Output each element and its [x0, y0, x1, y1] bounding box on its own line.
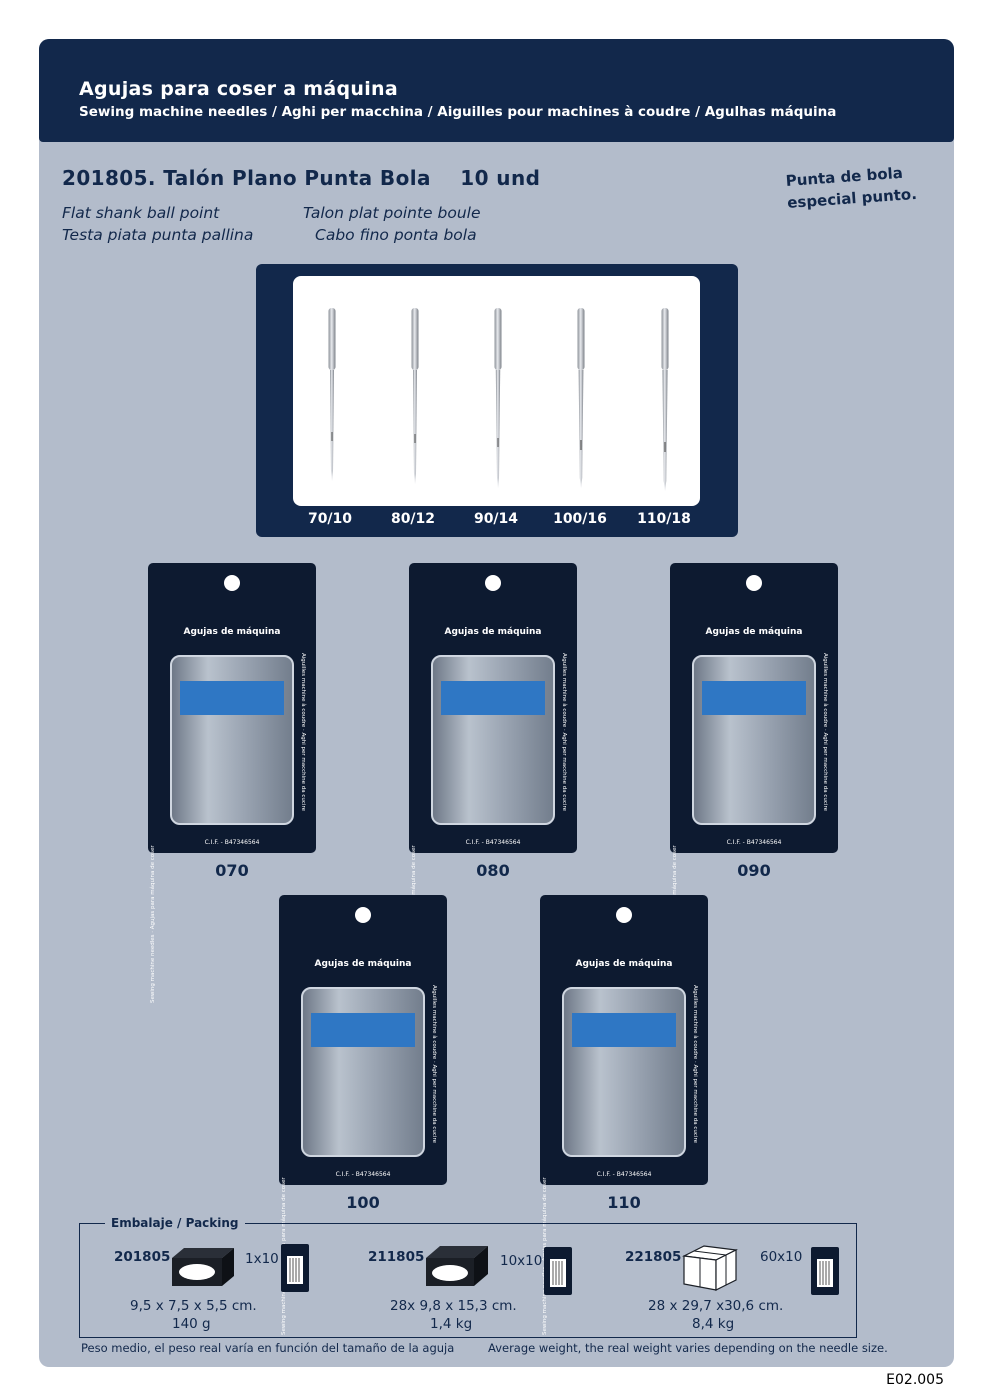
needle-size-label: 100/16	[553, 511, 607, 527]
packing-qty: 1x10	[245, 1251, 279, 1267]
packing-weight: 1,4 kg	[430, 1316, 473, 1332]
packing-weight: 8,4 kg	[692, 1316, 735, 1332]
pack-title: Agujas de máquina	[314, 959, 412, 969]
packing-qty: 10x10	[500, 1253, 543, 1269]
packing-section	[79, 1223, 857, 1338]
pack-code: 070	[215, 861, 249, 880]
pack-cif: C.I.F. - B47346564	[596, 1171, 652, 1178]
needle-pack-080: Agujas de máquina Sewing machine needles…	[409, 563, 577, 1003]
hang-hole	[224, 575, 240, 591]
pack-label	[702, 681, 806, 715]
packing-legend: Embalaje / Packing	[105, 1216, 245, 1230]
needle-110	[661, 308, 669, 491]
needle-display	[293, 276, 700, 506]
packing-code: 211805	[368, 1249, 425, 1265]
header-subtitle: Sewing machine needles / Aghi per macchi…	[79, 104, 837, 120]
pack-cif: C.I.F. - B47346564	[335, 1171, 391, 1178]
pack-label	[311, 1013, 415, 1047]
pack-side-text: Aiguilles machine à coudre · Aghi per ma…	[561, 653, 567, 811]
product-name-fr: Talon plat pointe boule	[303, 204, 481, 222]
needle-pack-090: Agujas de máquina Sewing machine needles…	[670, 563, 838, 1003]
packing-dims: 28 x 29,7 x30,6 cm.	[648, 1298, 784, 1314]
needle-70	[328, 308, 336, 481]
needle-100	[577, 308, 585, 488]
packing-code: 221805	[625, 1249, 682, 1265]
needle-illustration	[328, 308, 669, 491]
packing-dims: 28x 9,8 x 15,3 cm.	[390, 1298, 517, 1314]
pack-code: 080	[476, 861, 510, 880]
product-title: 201805. Talón Plano Punta Bola 10 und	[62, 166, 541, 190]
needle-pack-110: Agujas de máquina Sewing machine needles…	[540, 895, 708, 1335]
needle-pack-100: Agujas de máquina Sewing machine needles…	[279, 895, 447, 1335]
needle-pack-070: Agujas de máquina Sewing machine needles…	[148, 563, 316, 1003]
pack-side-text: Aiguilles machine à coudre · Aghi per ma…	[300, 653, 306, 811]
needle-90	[494, 308, 502, 488]
header-title: Agujas para coser a máquina	[79, 78, 398, 100]
pack-title: Agujas de máquina	[183, 627, 281, 637]
hang-hole	[485, 575, 501, 591]
pack-cif: C.I.F. - B47346564	[465, 839, 521, 846]
product-name-en: Flat shank ball point	[62, 204, 220, 222]
needle-pack-icon	[544, 1247, 572, 1295]
weight-note-en: Average weight, the real weight varies d…	[488, 1341, 888, 1355]
pack-code: 100	[346, 1193, 380, 1212]
packing-code: 201805	[114, 1249, 171, 1265]
pack-side-text: Aiguilles machine à coudre · Aghi per ma…	[431, 985, 437, 1143]
needle-size-label: 80/12	[390, 511, 436, 527]
product-name-it: Testa piata punta pallina	[62, 226, 254, 244]
weight-note-es: Peso medio, el peso real varía en funció…	[81, 1341, 455, 1355]
pack-side-text: Aiguilles machine à coudre · Aghi per ma…	[822, 653, 828, 811]
pack-label	[572, 1013, 676, 1047]
ball-point-note: Punta de bola especial punto.	[785, 163, 918, 212]
box-medium-icon	[426, 1246, 488, 1286]
cardboard-box-icon	[682, 1245, 738, 1291]
packing-qty: 60x10	[760, 1249, 803, 1265]
pack-title: Agujas de máquina	[444, 627, 542, 637]
pack-title: Agujas de máquina	[705, 627, 803, 637]
pack-cif: C.I.F. - B47346564	[726, 839, 782, 846]
packing-weight: 140 g	[172, 1316, 211, 1332]
header-bar	[39, 39, 954, 142]
needle-80	[411, 308, 419, 484]
needle-pack-icon	[281, 1244, 309, 1292]
page-code: E02.005	[886, 1372, 944, 1388]
packing-dims: 9,5 x 7,5 x 5,5 cm.	[130, 1298, 257, 1314]
pack-label	[441, 681, 545, 715]
needle-pack-icon	[811, 1247, 839, 1295]
pack-label	[180, 681, 284, 715]
box-small-icon	[172, 1248, 234, 1286]
pack-code: 110	[607, 1193, 641, 1212]
hang-hole	[355, 907, 371, 923]
hang-hole	[746, 575, 762, 591]
pack-code: 090	[737, 861, 771, 880]
needle-size-label: 70/10	[307, 511, 353, 527]
pack-side-text: Aiguilles machine à coudre · Aghi per ma…	[692, 985, 698, 1143]
pack-cif: C.I.F. - B47346564	[204, 839, 260, 846]
needle-size-label: 110/18	[637, 511, 691, 527]
needle-size-label: 90/14	[473, 511, 519, 527]
pack-title: Agujas de máquina	[575, 959, 673, 969]
product-name-pt: Cabo fino ponta bola	[315, 226, 477, 244]
hang-hole	[616, 907, 632, 923]
